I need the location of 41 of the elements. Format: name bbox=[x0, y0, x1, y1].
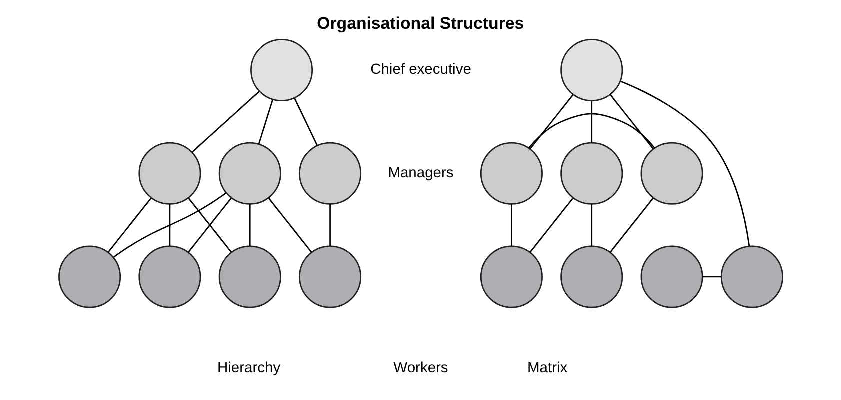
node-circle bbox=[480, 142, 542, 205]
connector bbox=[590, 204, 592, 246]
node-circle bbox=[560, 38, 623, 102]
node-circle bbox=[560, 246, 623, 308]
connector bbox=[702, 276, 721, 278]
connector bbox=[329, 204, 330, 246]
connector bbox=[609, 94, 654, 150]
node-circle bbox=[250, 38, 313, 102]
label: Workers bbox=[393, 360, 448, 377]
node-circle bbox=[218, 246, 281, 308]
label: Managers bbox=[388, 166, 454, 182]
connector bbox=[590, 100, 592, 143]
connector bbox=[268, 198, 312, 254]
connector bbox=[107, 198, 152, 254]
label: Chief executive bbox=[370, 62, 471, 78]
connector bbox=[529, 94, 574, 150]
label: Hierarchy bbox=[217, 360, 280, 377]
label: Matrix bbox=[526, 360, 568, 377]
node-circle bbox=[138, 246, 201, 308]
node-circle bbox=[218, 142, 281, 205]
node-circle bbox=[298, 142, 362, 205]
connector bbox=[529, 198, 574, 254]
node-circle bbox=[480, 246, 542, 308]
connector bbox=[191, 91, 260, 153]
connector bbox=[510, 204, 512, 246]
connector bbox=[620, 80, 750, 247]
connector bbox=[258, 100, 274, 145]
node-circle bbox=[640, 246, 703, 308]
node-circle bbox=[720, 246, 783, 308]
node-circle bbox=[640, 142, 703, 205]
connector bbox=[248, 204, 250, 246]
connector bbox=[609, 198, 654, 254]
node-circle bbox=[138, 142, 201, 205]
diagram-title: Organisational Structures bbox=[316, 14, 524, 33]
connector bbox=[168, 204, 170, 246]
node-circle bbox=[298, 246, 362, 308]
connector bbox=[112, 192, 226, 258]
connector bbox=[294, 98, 318, 146]
node-circle bbox=[560, 142, 623, 205]
node-circle bbox=[58, 246, 121, 308]
connector bbox=[528, 113, 655, 149]
